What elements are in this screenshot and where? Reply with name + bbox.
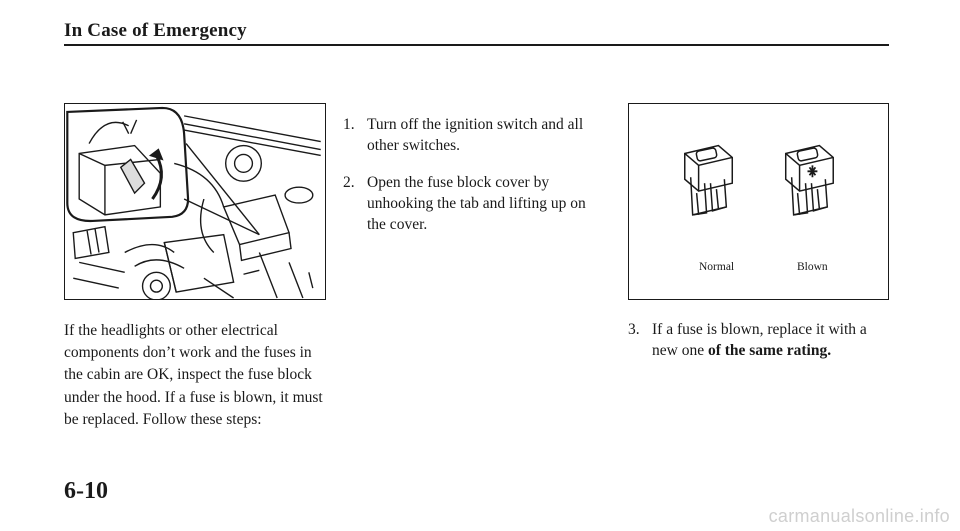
step-text: If a fuse is blown, replace it with a ne… xyxy=(652,321,867,359)
intro-paragraph: If the headlights or other electrical co… xyxy=(64,322,323,428)
normal-fuse-label: Normal xyxy=(699,261,735,273)
page-title: In Case of Emergency xyxy=(64,20,247,41)
engine-bay-illustration xyxy=(64,103,326,300)
page-number: 6-10 xyxy=(64,478,108,504)
normal-fuse-icon xyxy=(684,144,734,216)
step-number: 1. xyxy=(343,116,355,133)
fuse-drawing xyxy=(684,144,834,216)
blown-fuse-icon xyxy=(784,144,834,216)
step-item-3: 3. If a fuse is blown, replace it with a… xyxy=(628,319,890,361)
step-item: 2. Open the fuse block cover by unhookin… xyxy=(343,172,605,235)
header-rule xyxy=(64,44,889,46)
engine-bay-drawing xyxy=(66,106,321,299)
step-text: Turn off the ignition switch and all oth… xyxy=(367,116,584,154)
step-number: 2. xyxy=(343,174,355,191)
step-emphasis: of the same rating. xyxy=(707,342,832,359)
step-item: 1. Turn off the ignition switch and all … xyxy=(343,114,605,156)
fuse-comparison-illustration: Normal Blown xyxy=(628,103,889,300)
blown-fuse-label: Blown xyxy=(797,261,828,273)
step-text: Open the fuse block cover by unhooking t… xyxy=(367,174,586,233)
step-list: 1. Turn off the ignition switch and all … xyxy=(343,114,605,251)
step-number: 3. xyxy=(628,321,640,338)
watermark: carmanualsonline.info xyxy=(768,506,950,526)
